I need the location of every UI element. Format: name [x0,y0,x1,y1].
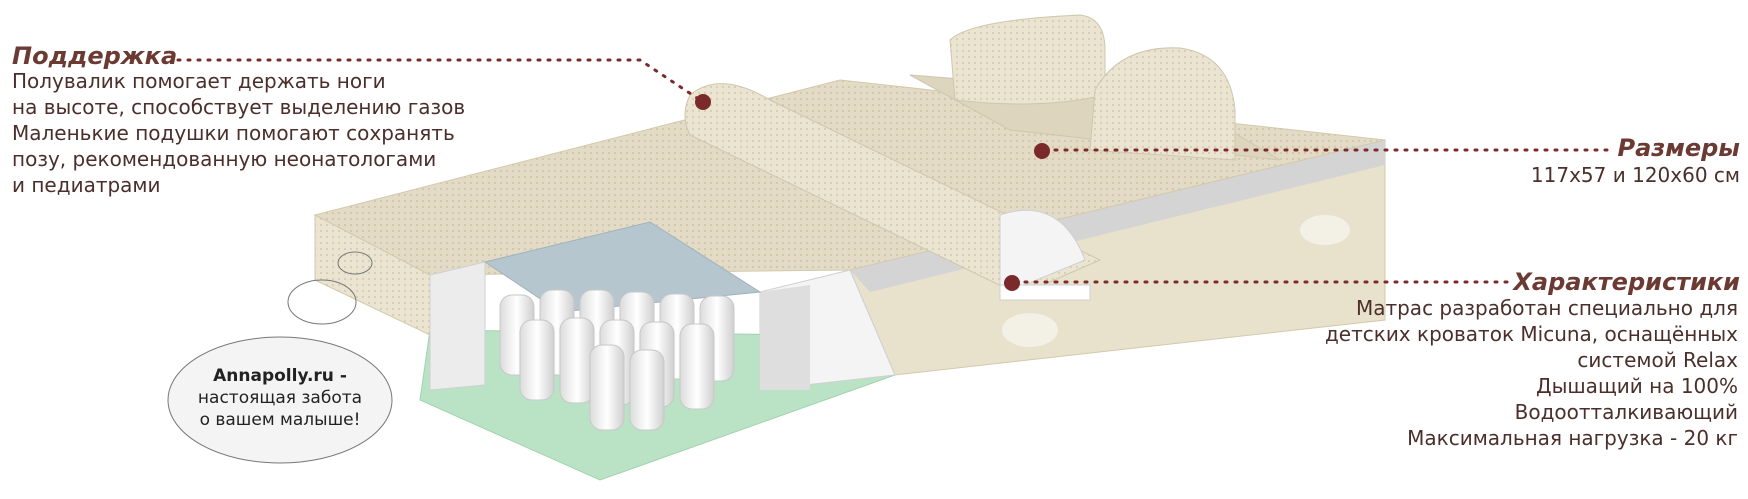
support-title: Поддержка [12,42,178,70]
highlight-ring [337,251,373,275]
features-line: Водоотталкивающий [1514,400,1738,424]
half-roll-end [999,209,1086,296]
bubble-text: Annapolly.ru - настоящая забота о вашем … [155,365,405,431]
features-line: системой Relax [1577,348,1738,372]
support-line: на высоте, способствует выделению газов [12,95,466,119]
support-description: Полувалик помогает держать ноги на высот… [12,68,465,198]
half-roll-foot [999,284,1091,301]
foam-block-front [760,285,810,390]
support-line: и педиатрами [12,173,161,197]
half-roll [684,83,1102,296]
foam-block-left [429,261,486,391]
features-line: Максимальная нагрузка - 20 кг [1407,426,1738,450]
pillow-left [949,14,1106,105]
pillow-right [1089,47,1236,161]
features-line: детских кроваток Micuna, оснащённых [1324,322,1738,346]
support-line: Полувалик помогает держать ноги [12,69,386,93]
support-line: позу, рекомендованную неонатологами [12,147,437,171]
features-marker [1004,275,1020,291]
features-description: Матрас разработан специально для детских… [1325,295,1738,451]
support-leader [176,58,702,102]
features-title: Характеристики [1513,268,1740,296]
brand-name: Annapolly.ru - [213,366,347,386]
features-line: Матрас разработан специально для [1355,296,1738,320]
sizes-marker [1034,143,1050,159]
side-cloud [1300,215,1350,245]
side-cloud [1002,313,1058,347]
bubble-line: настоящая забота [197,388,363,408]
speech-bubble [167,336,393,464]
support-marker [695,94,711,110]
features-line: Дышащий на 100% [1535,374,1738,398]
support-line: Маленькие подушки помогают сохранять [12,121,455,145]
sizes-text: 117х57 и 120х60 см [1530,163,1740,187]
bubble-line: о вашем малыше! [199,410,361,430]
sizes-title: Размеры [1617,134,1740,162]
highlight-ring [287,279,357,325]
pocket-springs [499,289,735,431]
